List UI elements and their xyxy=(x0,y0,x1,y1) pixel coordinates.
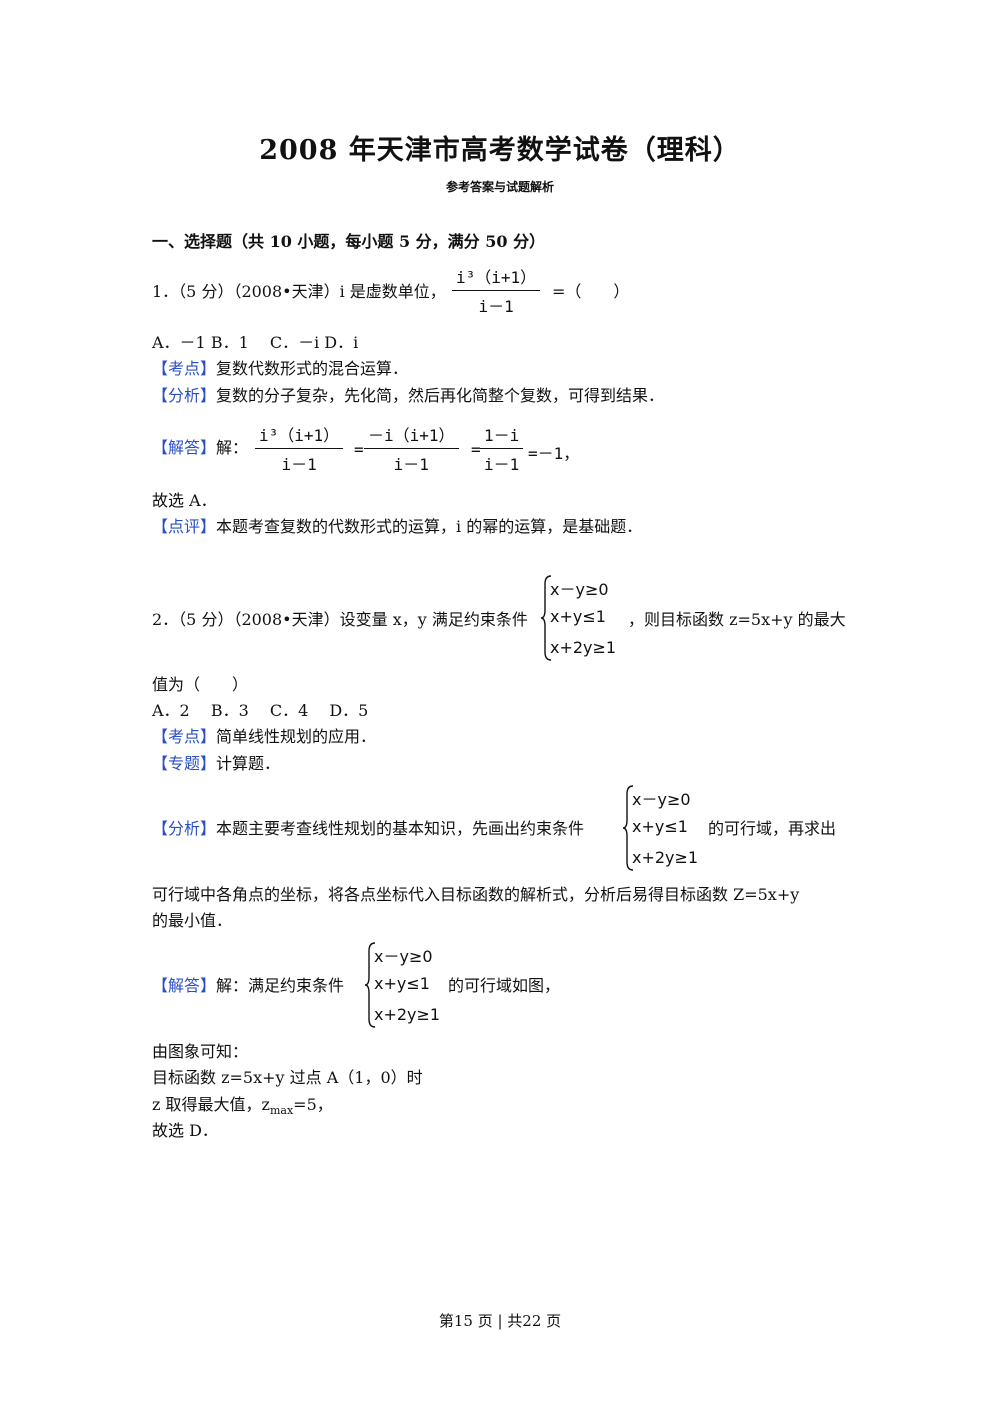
q1-kaodian-text: 复数代数形式的混合运算． xyxy=(216,359,409,378)
q2-stem-suffix: ，则目标函数 z=5x+y 的最大 xyxy=(628,610,846,629)
q2-line-c-prefix: z 取得最大值，z xyxy=(152,1095,270,1114)
q1-stem-fraction-denominator: i－1 xyxy=(478,297,514,316)
q1-f3-numerator: 1－i xyxy=(480,422,524,449)
q2-line-c: z 取得最大值，zmax=5， xyxy=(152,1094,333,1122)
q2-fenxi-tag: 【分析】 xyxy=(152,819,217,838)
left-brace-icon xyxy=(364,942,376,1028)
q1-f2-denominator: i－1 xyxy=(393,455,429,474)
q2-jieda-constraint-1: x－y≥0 xyxy=(374,947,433,966)
page-title: 2008 年天津市高考数学试卷（理科） xyxy=(259,135,741,166)
q1-conclusion: 故选 A． xyxy=(152,491,217,510)
q2-fenxi-line-3: 的最小值． xyxy=(152,911,233,930)
q2-constraint-1: x－y≥0 xyxy=(550,580,609,599)
q2-jieda-suffix: 的可行域如图， xyxy=(448,976,561,995)
q2-fenxi-constraint-system: x－y≥0 x+y≤1 x+2y≥1 xyxy=(622,784,712,874)
q2-line-b: 目标函数 z=5x+y 过点 A（1，0）时 xyxy=(152,1068,423,1087)
left-brace-icon xyxy=(540,575,552,661)
q2-kaodian-tag: 【考点】 xyxy=(152,727,217,746)
q1-fenxi-text: 复数的分子复杂，先化简，然后再化简整个复数，可得到结果． xyxy=(216,386,665,405)
q1-stem-fraction-numerator: i³（i+1） xyxy=(452,264,541,291)
q1-stem-suffix: =（ ） xyxy=(552,282,630,301)
q2-jieda-constraint-system: x－y≥0 x+y≤1 x+2y≥1 xyxy=(364,941,454,1031)
q1-solution-fraction-3: 1－i i－1 xyxy=(480,422,524,475)
q2-fenxi-suffix: 的可行域，再求出 xyxy=(708,819,837,838)
q2-kaodian-text: 简单线性规划的应用． xyxy=(216,727,377,746)
q2-stem-prefix: 2．（5 分）（2008•天津）设变量 x，y 满足约束条件 xyxy=(152,610,528,629)
q1-stem-prefix: 1．（5 分）（2008•天津）i 是虚数单位， xyxy=(152,282,446,301)
q1-kaodian-tag: 【考点】 xyxy=(152,359,217,378)
q2-conclusion: 故选 D． xyxy=(152,1121,218,1140)
q2-constraint-3: x+2y≥1 xyxy=(550,638,617,657)
q1-f1-numerator: i³（i+1） xyxy=(255,422,344,449)
q2-line-a: 由图象可知： xyxy=(152,1042,249,1061)
q2-constraint-2: x+y≤1 xyxy=(550,607,606,626)
q2-options: A．2 B．3 C．4 D．5 xyxy=(152,701,369,720)
q1-solution-fraction-1: i³（i+1） i－1 xyxy=(255,422,344,475)
q1-dianping-tag: 【点评】 xyxy=(152,517,217,536)
q2-line-c-subscript: max xyxy=(269,1104,294,1118)
q1-result: =－1， xyxy=(528,444,580,463)
page-subtitle: 参考答案与试题解析 xyxy=(445,180,554,194)
page-footer: 第15 页 | 共22 页 xyxy=(438,1312,562,1330)
q2-fenxi-constraint-3: x+2y≥1 xyxy=(632,848,699,867)
q1-solution-fraction-2: －i（i+1） i－1 xyxy=(364,422,459,475)
q1-dianping-text: 本题考查复数的代数形式的运算，i 的幂的运算，是基础题． xyxy=(216,517,643,536)
q2-jieda-constraint-2: x+y≤1 xyxy=(374,974,430,993)
q2-jieda-line: 【解答】解：满足约束条件 xyxy=(152,975,344,997)
q1-dianping: 【点评】本题考查复数的代数形式的运算，i 的幂的运算，是基础题． xyxy=(152,516,642,538)
q2-fenxi-line-1: 【分析】本题主要考查线性规划的基本知识，先画出约束条件 xyxy=(152,818,584,840)
q2-line-c-suffix: =5， xyxy=(293,1095,333,1114)
q2-fenxi-prefix: 本题主要考查线性规划的基本知识，先画出约束条件 xyxy=(216,819,585,838)
q2-fenxi-constraint-1: x－y≥0 xyxy=(632,790,691,809)
q2-stem-cont: 值为（ ） xyxy=(152,675,249,694)
q1-f3-denominator: i－1 xyxy=(484,455,520,474)
q2-zhuanti-tag: 【专题】 xyxy=(152,754,217,773)
q1-options: A．－1 B．1 C．－i D．i xyxy=(152,333,359,352)
q2-zhuanti-text: 计算题． xyxy=(216,754,281,773)
q1-kaodian: 【考点】复数代数形式的混合运算． xyxy=(152,358,408,380)
q2-fenxi-line-2: 可行域中各角点的坐标，将各点坐标代入目标函数的解析式，分析后易得目标函数 Z=5… xyxy=(152,885,800,904)
section-heading: 一、选择题（共 10 小题，每小题 5 分，满分 50 分） xyxy=(152,232,546,251)
q1-jieda-label: 【解答】解： xyxy=(152,437,248,459)
q1-stem-fraction: i³（i+1） i－1 xyxy=(452,264,541,317)
q1-jieda-prefix: 解： xyxy=(216,438,249,457)
q1-eq-2: = xyxy=(471,440,481,459)
q1-f2-numerator: －i（i+1） xyxy=(364,422,459,449)
q1-eq-1: = xyxy=(354,440,364,459)
q1-fenxi: 【分析】复数的分子复杂，先化简，然后再化简整个复数，可得到结果． xyxy=(152,385,664,407)
q2-fenxi-constraint-2: x+y≤1 xyxy=(632,817,688,836)
q2-jieda-prefix: 解：满足约束条件 xyxy=(216,976,345,995)
q2-constraint-system: x－y≥0 x+y≤1 x+2y≥1 xyxy=(540,574,630,664)
q2-kaodian: 【考点】简单线性规划的应用． xyxy=(152,726,376,748)
q2-jieda-tag: 【解答】 xyxy=(152,976,217,995)
q2-jieda-constraint-3: x+2y≥1 xyxy=(374,1005,441,1024)
q1-f1-denominator: i－1 xyxy=(281,455,317,474)
q2-zhuanti: 【专题】计算题． xyxy=(152,753,280,775)
left-brace-icon xyxy=(622,785,634,871)
q1-jieda-tag: 【解答】 xyxy=(152,438,217,457)
q1-fenxi-tag: 【分析】 xyxy=(152,386,217,405)
